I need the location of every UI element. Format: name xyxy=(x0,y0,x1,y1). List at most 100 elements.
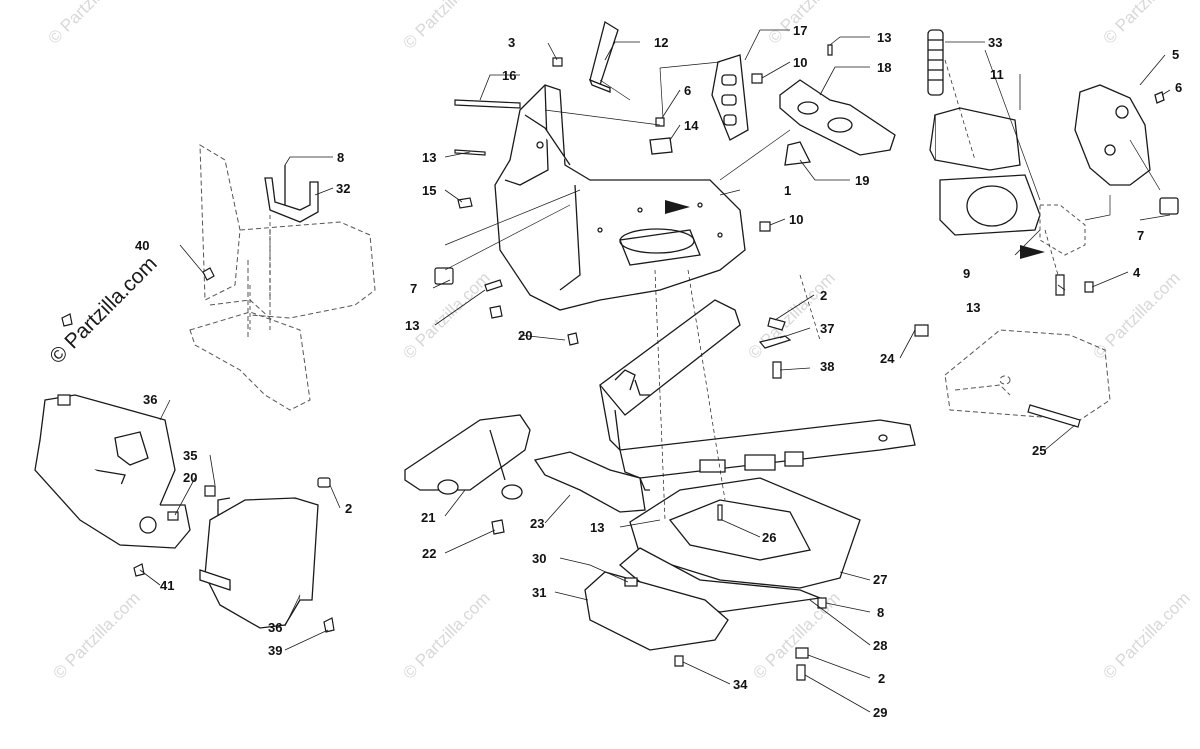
center-hardware xyxy=(435,45,832,345)
ghost-bracket xyxy=(1040,205,1085,255)
ghost-side-body xyxy=(945,330,1110,420)
callout-4: 4 xyxy=(1133,265,1141,280)
callout-33: 33 xyxy=(988,35,1002,50)
assembly-lines xyxy=(249,59,1059,521)
callout-13: 13 xyxy=(590,520,604,535)
rivet-41 xyxy=(134,564,144,576)
screw-3 xyxy=(553,58,562,66)
skid-plate-36-upper xyxy=(35,395,190,548)
callout-18: 18 xyxy=(877,60,891,75)
screw-20 xyxy=(490,306,502,318)
callout-36: 36 xyxy=(143,392,157,407)
callout-13: 13 xyxy=(877,30,891,45)
nut-2-left xyxy=(318,478,330,487)
rivet-8 xyxy=(818,598,826,608)
watermark: © Partzilla.com xyxy=(399,588,493,682)
callout-16: 16 xyxy=(502,68,516,83)
rivet-13-top xyxy=(828,45,832,55)
bracket-32 xyxy=(265,165,318,222)
cover-31 xyxy=(585,572,728,650)
callout-32: 32 xyxy=(336,181,350,196)
plate-12 xyxy=(590,22,618,92)
callout-25: 25 xyxy=(1032,443,1046,458)
side-hardware xyxy=(915,325,1080,427)
callout-15: 15 xyxy=(422,183,436,198)
watermark: © Partzilla.com xyxy=(49,588,143,682)
rivet-13-a xyxy=(455,150,485,155)
watermark: © Partzilla.com xyxy=(764,0,858,48)
callout-19: 19 xyxy=(855,173,869,188)
callout-5: 5 xyxy=(1172,47,1179,62)
callout-35: 35 xyxy=(183,448,197,463)
callout-labels: 3 12 17 13 33 5 10 18 11 6 16 6 14 13 8 … xyxy=(135,23,1182,720)
bumper-7-right xyxy=(1160,198,1178,214)
callout-10: 10 xyxy=(789,212,803,227)
screw-39 xyxy=(324,618,334,632)
callout-9: 9 xyxy=(963,266,970,281)
callout-37: 37 xyxy=(820,321,834,336)
bracket-5 xyxy=(1075,85,1178,214)
leader-lines xyxy=(139,29,1171,713)
rivet-13-b xyxy=(485,280,502,291)
assembly-links xyxy=(444,49,1161,271)
callout-27: 27 xyxy=(873,572,887,587)
callout-22: 22 xyxy=(422,546,436,561)
callout-1: 1 xyxy=(784,183,791,198)
callout-13: 13 xyxy=(422,150,436,165)
screw-6 xyxy=(656,118,664,126)
screw-34 xyxy=(675,656,683,666)
left-hardware xyxy=(58,268,334,632)
rivet-13-right xyxy=(1056,275,1064,295)
bumper-7 xyxy=(435,268,453,284)
callout-26: 26 xyxy=(762,530,776,545)
callout-7: 7 xyxy=(1137,228,1144,243)
callout-38: 38 xyxy=(820,359,834,374)
arrow-left xyxy=(665,200,690,214)
filter-33 xyxy=(928,30,943,95)
callout-34: 34 xyxy=(733,677,748,692)
callout-29: 29 xyxy=(873,705,887,720)
plate-9 xyxy=(940,175,1040,235)
screw-20-b xyxy=(568,333,578,345)
bolt-16 xyxy=(455,100,520,108)
callout-8: 8 xyxy=(877,605,884,620)
airbox-11 xyxy=(930,108,1020,170)
callout-2: 2 xyxy=(878,671,885,686)
callout-8: 8 xyxy=(337,150,344,165)
clip-30 xyxy=(625,578,637,586)
callout-20: 20 xyxy=(183,470,197,485)
callout-7: 7 xyxy=(410,281,417,296)
front-bulkhead xyxy=(495,85,745,310)
frame-rail-23 xyxy=(535,452,645,512)
lower-center-hardware xyxy=(492,318,826,680)
callout-28: 28 xyxy=(873,638,887,653)
watermark: © Partzilla.com xyxy=(744,268,838,362)
plate-28 xyxy=(620,548,820,612)
bolt-25 xyxy=(1028,405,1080,427)
callout-6: 6 xyxy=(684,83,691,98)
skid-plate-36-lower xyxy=(200,498,318,628)
screw-15 xyxy=(458,198,472,208)
callout-13: 13 xyxy=(405,318,419,333)
screw-26 xyxy=(718,505,722,520)
callout-40: 40 xyxy=(135,238,149,253)
callout-12: 12 xyxy=(654,35,668,50)
watermark-main: © Partzilla.com xyxy=(45,252,161,368)
callout-21: 21 xyxy=(421,510,435,525)
plate-18 xyxy=(780,80,895,155)
watermark: © Partzilla.com xyxy=(399,0,493,53)
direction-arrows xyxy=(665,200,1045,259)
screw-6-right xyxy=(1155,92,1164,103)
callout-3: 3 xyxy=(508,35,515,50)
callout-13: 13 xyxy=(966,300,980,315)
watermark: © Partzilla.com xyxy=(1099,0,1193,48)
nut-2-bottom xyxy=(796,648,808,658)
screw-29 xyxy=(797,665,805,680)
ghost-body-panel xyxy=(190,145,375,410)
screw-38 xyxy=(773,362,781,378)
plate-37 xyxy=(760,336,790,348)
screw-20-left xyxy=(168,512,178,520)
callout-2: 2 xyxy=(820,288,827,303)
screw-4 xyxy=(1085,282,1093,292)
